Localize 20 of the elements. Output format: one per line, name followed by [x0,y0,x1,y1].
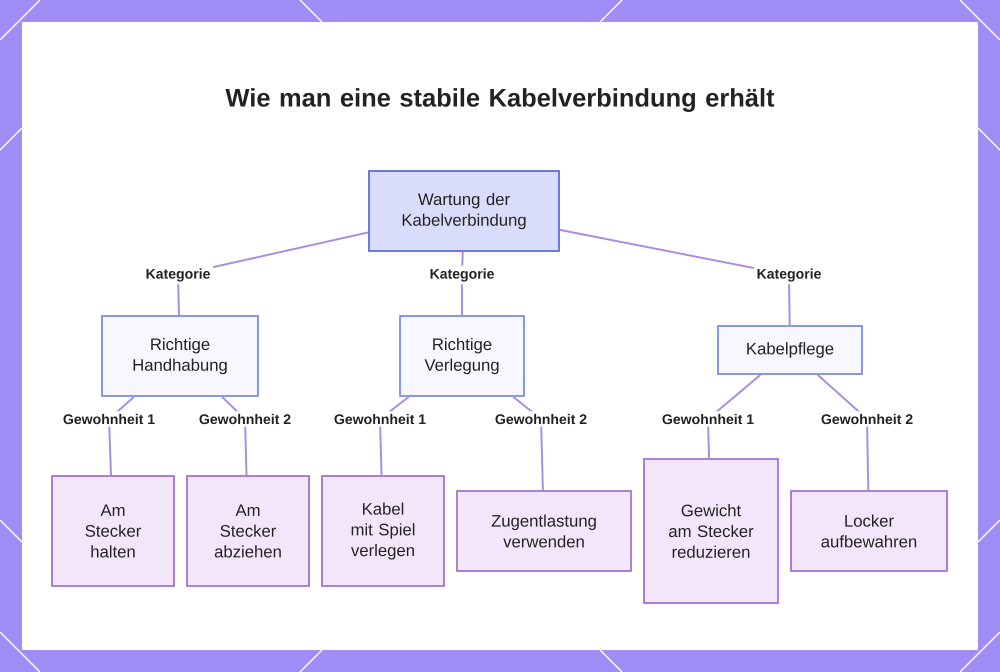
edge-label: Gewohnheit 1 [659,411,757,427]
edge-label: Gewohnheit 2 [196,411,294,427]
habit-box: Gewicht am Stecker reduzieren [643,458,779,604]
edge-label: Gewohnheit 1 [60,411,158,427]
title: Wie man eine stabile Kabelverbindung erhält [225,88,774,112]
edge-label: Gewohnheit 1 [331,411,429,427]
habit-box: Kabel mit Spiel verlegen [321,475,445,587]
edge-label: Kategorie [142,266,214,284]
habit-box: Locker aufbewahren [790,490,948,572]
habit-box: Am Stecker halten [51,475,175,587]
category-box: Kabelpflege [717,325,863,375]
edge-label: Kategorie [754,266,824,284]
edge-label: Gewohnheit 2 [818,411,916,427]
edge-label: Kategorie [426,266,498,284]
root-box: Wartung der Kabelverbindung [368,170,560,252]
category-box: Richtige Handhabung [101,315,259,397]
category-box: Richtige Verlegung [399,315,525,397]
edge-label: Gewohnheit 2 [492,411,590,427]
habit-box: Am Stecker abziehen [186,475,310,587]
habit-box: Zugentlastung verwenden [456,490,632,572]
